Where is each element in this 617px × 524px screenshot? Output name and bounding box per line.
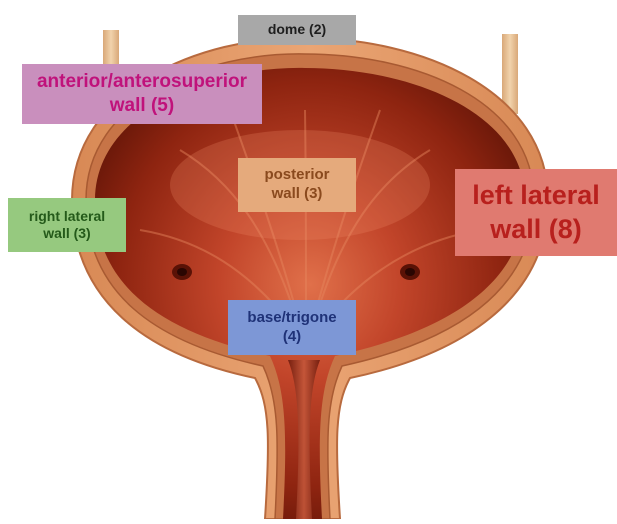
base-trigone-label-line1: base/trigone — [247, 309, 336, 328]
base-trigone-label: base/trigone (4) — [228, 300, 356, 355]
right-lateral-wall-label-line2: wall (3) — [29, 225, 105, 243]
ureteral-orifice-left — [172, 264, 192, 280]
posterior-wall-label-line2: wall (3) — [264, 185, 329, 204]
right-lateral-wall-label: right lateral wall (3) — [8, 198, 126, 252]
left-lateral-wall-label: left lateral wall (8) — [455, 169, 617, 256]
anterior-wall-label-line1: anterior/anterosuperior — [37, 70, 247, 94]
posterior-wall-label-line1: posterior — [264, 166, 329, 185]
base-trigone-label-line2: (4) — [247, 328, 336, 347]
right-lateral-wall-label-line1: right lateral — [29, 208, 105, 226]
ureteral-orifice-right — [400, 264, 420, 280]
anterior-wall-label-line2: wall (5) — [37, 94, 247, 118]
dome-label-text: dome (2) — [268, 21, 326, 39]
left-lateral-wall-label-line2: wall (8) — [472, 213, 600, 247]
anterior-wall-label: anterior/anterosuperior wall (5) — [22, 64, 262, 124]
dome-label: dome (2) — [238, 15, 356, 45]
left-lateral-wall-label-line1: left lateral — [472, 179, 600, 213]
posterior-wall-label: posterior wall (3) — [238, 158, 356, 212]
